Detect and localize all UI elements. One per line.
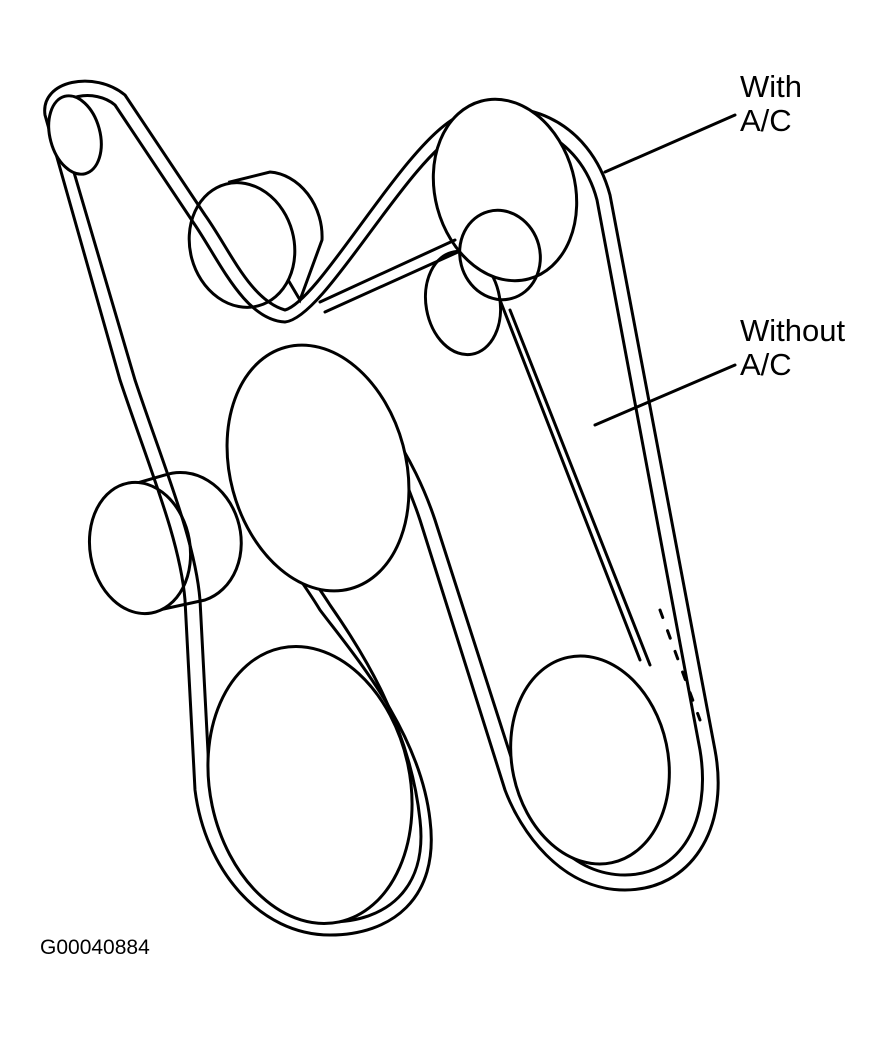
callout-with-ac-line1: With bbox=[740, 69, 802, 104]
leader-with-ac bbox=[603, 113, 737, 174]
pulley-water-pump bbox=[509, 654, 671, 866]
belt-idler-link bbox=[318, 238, 460, 314]
pulley-alternator bbox=[225, 343, 411, 593]
belt-without-ac-path bbox=[498, 298, 652, 667]
callout-without-ac: Without A/C bbox=[740, 314, 845, 382]
pulley-tensioner-small bbox=[423, 249, 503, 357]
pulley-ac-compressor bbox=[431, 97, 579, 302]
callout-with-ac-line2: A/C bbox=[740, 103, 792, 138]
pulley-idler-top-left bbox=[47, 94, 103, 176]
callout-with-ac: With A/C bbox=[740, 70, 802, 138]
belt-dashed-segment bbox=[658, 608, 702, 722]
callout-without-ac-line2: A/C bbox=[740, 347, 792, 382]
callout-without-ac-line1: Without bbox=[740, 313, 846, 348]
leader-without-ac bbox=[593, 363, 737, 427]
pulley-crankshaft bbox=[206, 644, 414, 926]
pulley-idler-upper bbox=[187, 170, 324, 309]
figure-id: G00040884 bbox=[40, 936, 150, 959]
